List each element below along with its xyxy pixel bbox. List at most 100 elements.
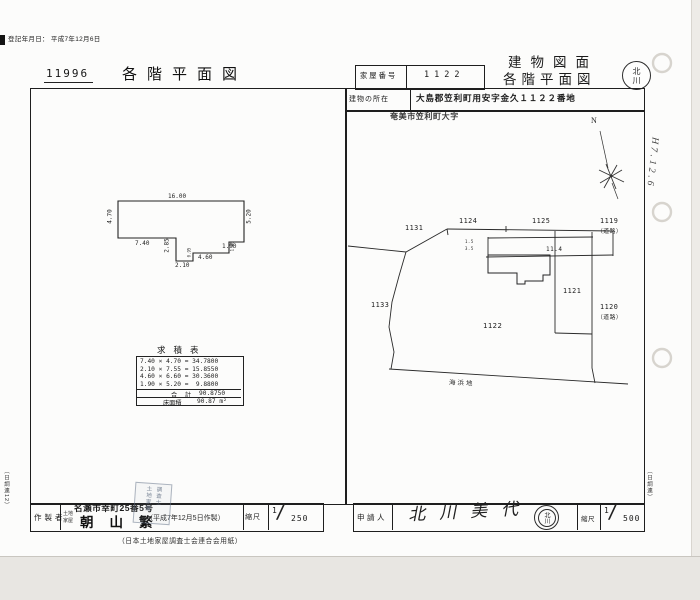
road-label: （道路） [597,229,623,235]
scale-numerator: 1 [272,506,277,515]
creation-date: （平成7年12月5日作製） [146,515,225,522]
dim-right: 5.20 [245,209,253,224]
site-left-boundary [388,251,407,370]
area-row: 1.90 × 5.20 = 9.8800 [140,380,219,388]
area-table: 7.40 × 4.70 = 34.7800 2.10 × 7.55 = 15.8… [136,356,244,407]
location-label: 建物の所在 [349,96,389,103]
cell-divider [392,503,394,530]
scale-denominator: 250 [291,514,309,523]
site-plan-panel [345,110,645,505]
applicant-label: 申請人 [357,513,387,522]
area-row: 4.60 × 6.60 = 30.3600 [140,373,219,380]
area-row: 7.40 × 4.70 = 34.7800 [140,358,219,365]
scale-label-left: 縮尺 [245,514,261,521]
creator-prefix: 土地 [63,511,74,517]
floor-area-value: 90.87 m² [197,398,227,405]
scan-edge-mark [0,35,5,45]
creator-prefix: 家屋 [63,518,74,524]
parcel-label-1119: 1119 [600,217,619,225]
scale-numerator: 1 [604,506,609,515]
scan-background-bottom [0,556,700,600]
table-rule [137,388,241,390]
location-row [345,88,645,112]
parcel-label-1131: 1131 [405,224,424,232]
applicant-seal: 北川 [534,505,559,530]
floor-area-label: 床面積 [163,400,182,407]
area-table-title: 求積表 [157,345,207,355]
scale-value-right: 1 ∕ 500 [604,501,656,531]
cell-divider [577,503,579,530]
cell-divider [268,503,270,530]
floor-plan-panel [30,88,347,505]
applicant-row [353,503,645,532]
road-label: （道路） [597,315,623,321]
dim-bottom-left: 7.40 [135,240,150,247]
house-number-table [355,65,485,90]
applicant-seal-text: 北川 [543,511,549,524]
dim-step-small-b: 1.40 [229,241,235,252]
house-number-label: 家屋番号 [360,71,398,80]
creator-row [30,503,324,532]
parcel-label-1121: 1121 [563,287,582,295]
scale-value-left: 1 ∕ 250 [272,501,324,531]
cell-divider [406,65,408,88]
parcel-label-1125: 1125 [532,217,551,225]
creator-name: 朝山繁 [80,515,169,530]
dim-notch-height: 2.85 [163,238,171,253]
site-small-dim: 1.5 [465,239,474,244]
city-note: 奄美市笠利町大字 [390,112,459,121]
registration-date: 登記年月日： 平成7年12月6日 [8,36,101,43]
parcel-label-1120: 1120 [600,303,619,311]
fraction-slash: ∕ [607,501,619,523]
parcel-label-1124: 1124 [459,217,478,225]
creator-stamp-text: 調査士 [154,486,162,507]
creator-stamp-text: 土地家屋 [143,485,152,512]
parcel-label-1133: 1133 [371,301,390,309]
document-number: 11996 [44,67,94,83]
site-small-dim: 3.5 [465,246,474,251]
north-arrow [598,130,625,200]
dim-left: 4.70 [106,209,114,224]
dim-step-small-a: 0.95 [186,247,192,258]
paper-note: （日本土地家屋調査士会連合会用紙） [118,538,243,545]
punch-holes [651,52,673,369]
scale-denominator: 500 [623,514,641,523]
shoreline [388,368,629,385]
area-total-label: 合 計 [171,391,194,399]
location-value: 大島郡笠利町用安字金久１１２２番地 [416,93,576,103]
north-label: N [591,116,597,125]
creator-stamp: 土地家屋 調査士 [132,481,173,526]
beach-label: 海浜地 [448,379,475,388]
corner-seal-text: 北川 [632,66,641,85]
site-dimension-11-4: 11.4 [546,246,563,253]
dim-notch-bottom: 2.10 [175,262,190,269]
table-rule [137,397,241,398]
cell-divider [600,503,602,530]
scale-label-right: 縮尺 [581,516,595,523]
applicant-seal-inner: 北川 [537,508,556,527]
area-total-value: 90.8750 [199,389,226,397]
scan-background-right [691,0,700,556]
margin-note-left: （日調連12） [3,468,9,509]
building-drawing-title: 建物図面 [508,55,598,70]
margin-note-right: （日調連） [646,468,652,501]
area-row: 2.10 × 7.55 = 15.8550 [140,365,219,373]
dim-step: 1.90 [222,243,237,250]
creator-label: 作製者 [34,513,66,522]
cell-divider [60,503,62,530]
floor-plan-title: 各階平面図 [503,72,596,87]
parcel-label-1122: 1122 [483,321,503,330]
corner-seal: 北川 [622,61,651,90]
punch-hole [651,201,673,223]
cell-divider [243,503,245,530]
house-number-value: 1122 [424,70,465,80]
fraction-slash: ∕ [275,501,287,523]
punch-hole [651,347,673,369]
cell-divider [410,88,412,110]
floor-plan-outline [117,200,245,262]
creator-address: 名瀬市幸町25番5号 [74,503,154,513]
dim-bottom-mid: 4.60 [198,254,213,261]
left-panel-title: 各階平面図 [122,67,248,83]
